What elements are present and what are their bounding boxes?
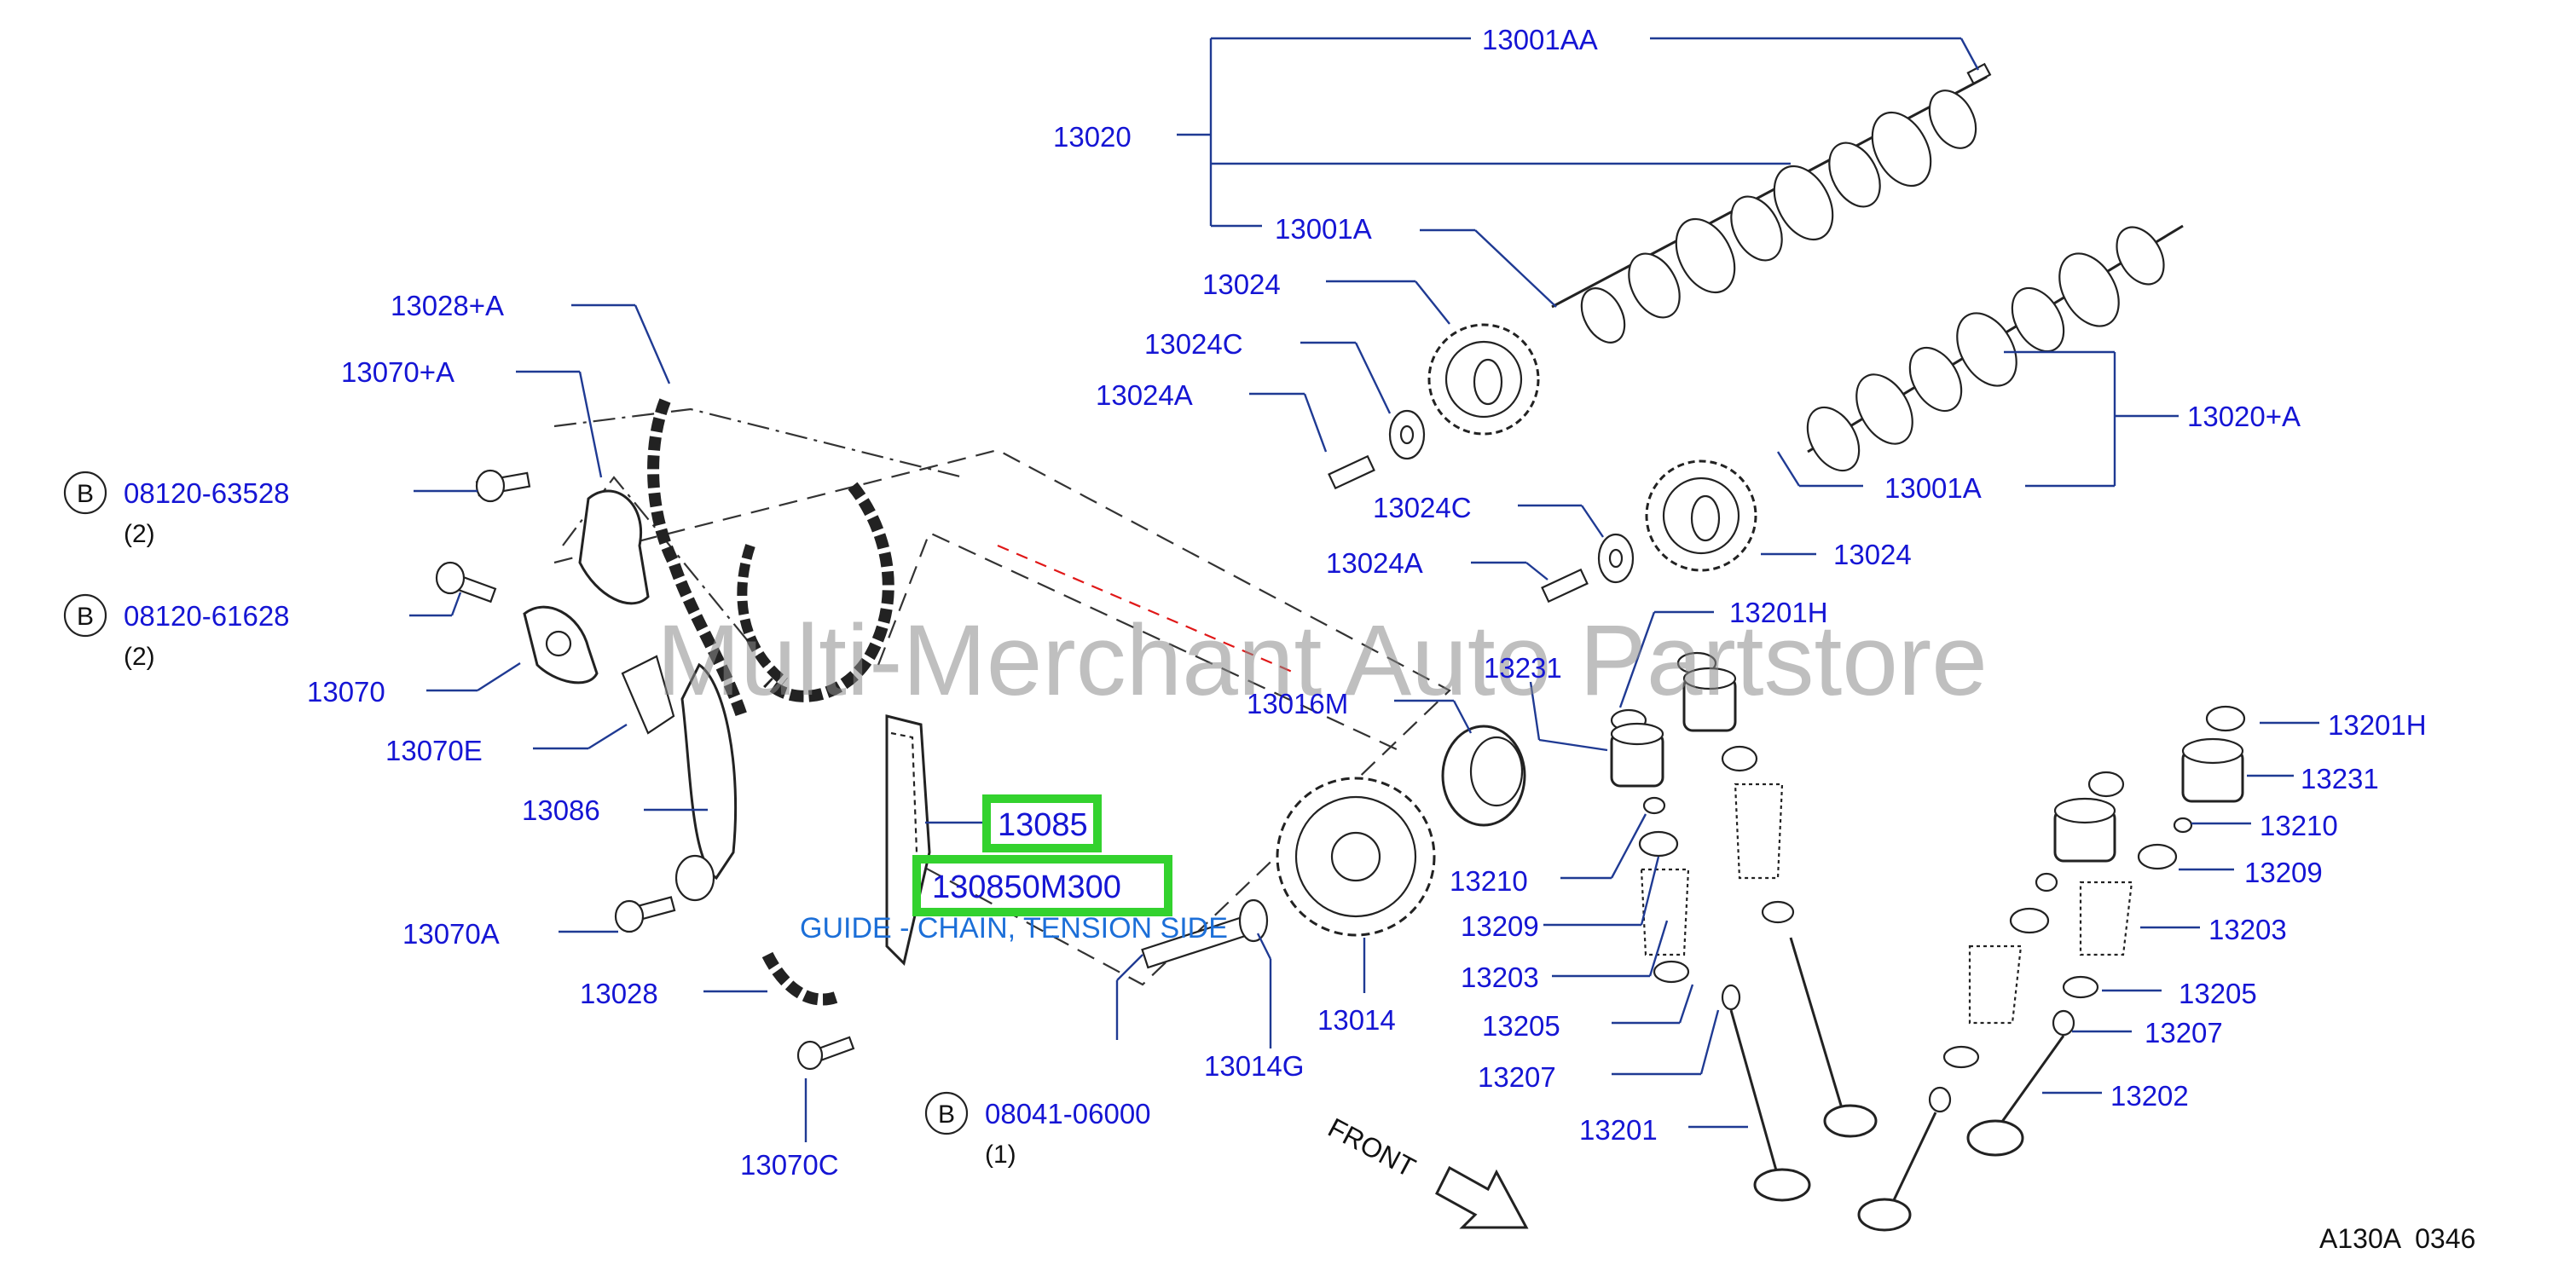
label-13070A: 13070A	[402, 918, 500, 950]
label-13205-right: 13205	[2179, 978, 2257, 1009]
label-13205-left: 13205	[1482, 1010, 1560, 1042]
badge-letter: B	[938, 1100, 955, 1129]
label-13001AA: 13001AA	[1482, 24, 1598, 55]
crank-bolt	[1141, 898, 1269, 969]
front-label: FRONT	[1323, 1112, 1421, 1183]
label-13207-right: 13207	[2145, 1017, 2223, 1048]
assembly-outline	[553, 407, 1451, 986]
part-labels: 13001AA 13020 13001A 13024 13024C 13024A…	[307, 24, 2427, 1181]
highlight-description: GUIDE - CHAIN, TENSION SIDE	[800, 912, 1228, 944]
highlighted-part[interactable]: 13085 130850M300 GUIDE - CHAIN, TENSION …	[800, 794, 1228, 944]
label-13024A-mid: 13024A	[1326, 547, 1423, 579]
label-13014G: 13014G	[1204, 1050, 1304, 1082]
label-13024C-top: 13024C	[1144, 328, 1243, 360]
camshaft-upper	[1551, 62, 1992, 344]
label-13203-right: 13203	[2208, 914, 2287, 945]
tension-guide	[885, 714, 931, 966]
cam-sprocket-lower	[1645, 459, 1757, 572]
leader-lines	[409, 37, 2319, 1142]
label-13210-right: 13210	[2260, 810, 2338, 841]
highlight-part-no: 13085	[998, 807, 1088, 843]
label-13210-left: 13210	[1450, 865, 1528, 897]
highlight-box-full	[912, 855, 1172, 916]
label-13001A-top: 13001A	[1275, 213, 1372, 245]
label-13070C: 13070C	[740, 1149, 839, 1181]
label-13070E: 13070E	[385, 735, 483, 766]
tensioner-body	[523, 605, 599, 684]
label-13028A: 13028+A	[391, 290, 504, 321]
label-13024-top: 13024	[1202, 269, 1281, 300]
bolt-part-no: 08041-06000	[985, 1098, 1151, 1129]
label-13070: 13070	[307, 676, 385, 708]
label-13231-left: 13231	[1484, 652, 1562, 684]
label-13086: 13086	[522, 794, 600, 826]
bolt-callout-1[interactable]: B 08120-63528 (2)	[63, 471, 290, 548]
label-13028: 13028	[580, 978, 658, 1009]
label-13016M: 13016M	[1247, 688, 1348, 719]
washers-upper	[1328, 409, 1426, 490]
label-13209-left: 13209	[1461, 910, 1539, 942]
watermark: Multi-Merchant Auto Partstore	[657, 604, 1988, 717]
label-13207-left: 13207	[1478, 1061, 1556, 1093]
bolt-qty: (2)	[124, 520, 155, 548]
bolt-callout-2[interactable]: B 08120-61628 (2)	[63, 593, 290, 671]
label-13201: 13201	[1579, 1114, 1658, 1146]
badge-b-icon	[63, 593, 107, 638]
label-13014: 13014	[1317, 1004, 1396, 1036]
cam-sprocket-upper	[1427, 323, 1540, 436]
badge-b-icon	[63, 471, 107, 515]
washers-lower	[1541, 533, 1635, 604]
label-13024A-top: 13024A	[1096, 379, 1193, 411]
tensioner-gasket	[621, 655, 675, 735]
label-13209-right: 13209	[2244, 857, 2323, 888]
bolt-part-no: 08120-63528	[124, 477, 290, 509]
timing-chain	[647, 398, 894, 1006]
valve-train-left	[1610, 651, 1878, 1202]
label-13020: 13020	[1053, 121, 1132, 153]
label-13202: 13202	[2110, 1080, 2189, 1112]
highlight-full-part-no: 130850M300	[932, 869, 1121, 905]
label-13201H-right: 13201H	[2328, 709, 2427, 741]
label-13201H-left: 13201H	[1729, 597, 1828, 628]
badge-letter: B	[77, 480, 94, 508]
crank-sprocket	[1276, 777, 1436, 937]
badge-letter: B	[77, 603, 94, 631]
label-13020A: 13020+A	[2187, 401, 2301, 432]
diagram-reference: A130A 0346	[2319, 1223, 2475, 1254]
camshaft-lower	[1806, 224, 2184, 472]
label-13024-mid: 13024	[1833, 539, 1912, 570]
label-13203-left: 13203	[1461, 962, 1539, 993]
front-arrow: FRONT	[1323, 1112, 1529, 1229]
valve-train-right	[1857, 705, 2246, 1232]
tensioner-arm	[578, 489, 650, 605]
slack-guide	[674, 662, 738, 902]
bolt-qty: (1)	[985, 1141, 1016, 1169]
label-13070A-plus: 13070+A	[341, 356, 454, 388]
idler	[1441, 725, 1526, 827]
label-13001A-mid: 13001A	[1884, 472, 1982, 504]
bolt-callout-3[interactable]: B 08041-06000 (1)	[924, 1091, 1151, 1169]
label-13024C-mid: 13024C	[1373, 492, 1472, 523]
label-13231-right: 13231	[2301, 763, 2379, 794]
bolt-qty: (2)	[124, 643, 155, 671]
bolt-part-no: 08120-61628	[124, 600, 290, 632]
badge-b-icon	[924, 1091, 969, 1135]
highlight-box-part	[982, 794, 1102, 852]
bolts-left	[435, 469, 855, 1071]
